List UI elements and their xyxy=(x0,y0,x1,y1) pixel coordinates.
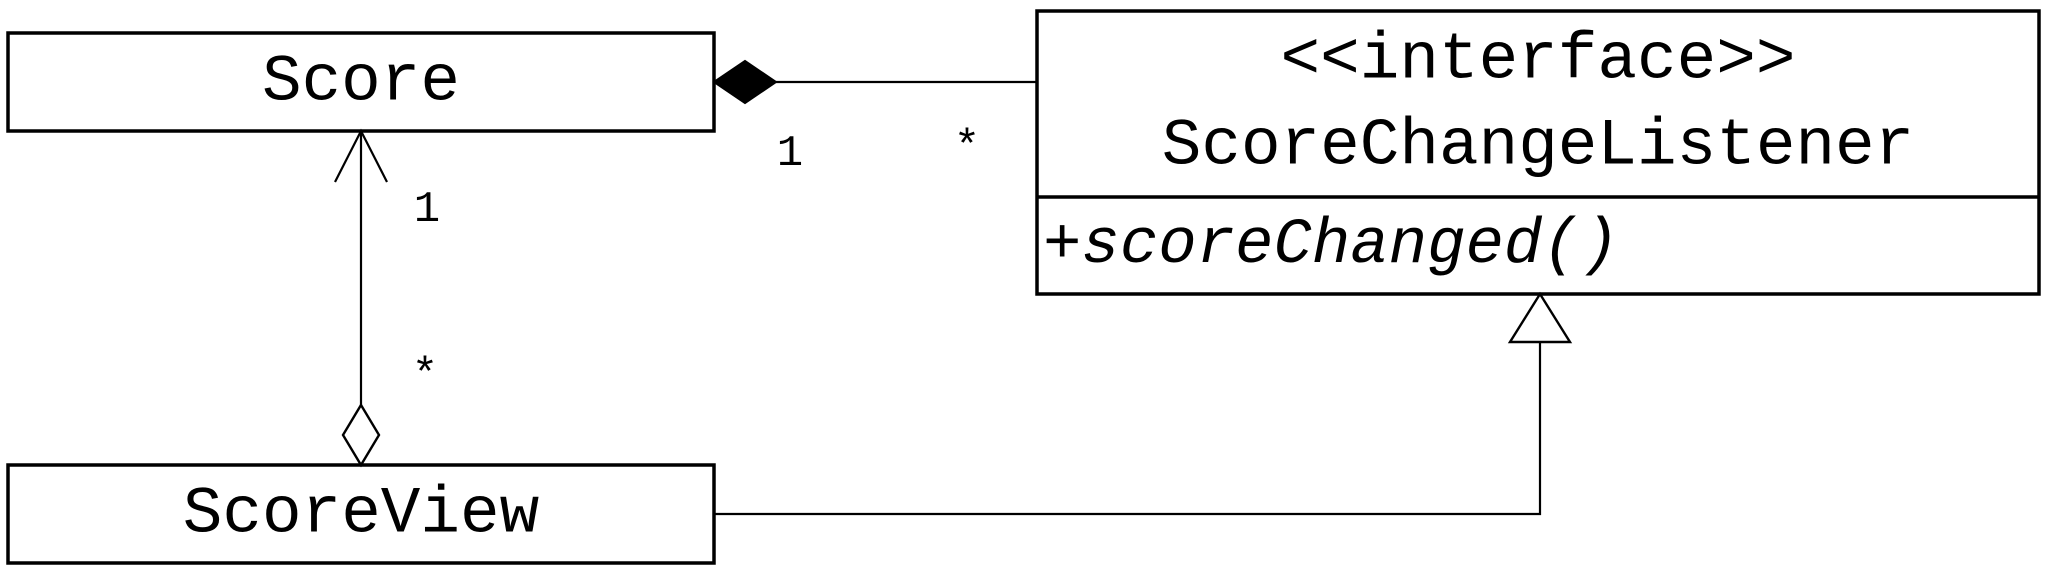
aggregation-diamond-icon xyxy=(341,402,381,468)
interface-name: ScoreChangeListener xyxy=(1162,109,1915,184)
realization-relationship[interactable] xyxy=(714,291,1573,516)
composition-multiplicity-part: * xyxy=(954,123,980,173)
composition-relationship[interactable]: 1 * xyxy=(712,59,1037,179)
composition-diamond-icon xyxy=(712,59,778,105)
interface-box xyxy=(1035,9,2041,296)
realization-triangle-icon xyxy=(1507,291,1573,344)
aggregation-multiplicity-target: 1 xyxy=(414,185,440,235)
operation-name: scoreChanged() xyxy=(1081,210,1619,282)
operation-signature: +scoreChanged() xyxy=(1043,210,1619,282)
class-score-view[interactable]: ScoreView xyxy=(6,463,716,565)
composition-multiplicity-whole: 1 xyxy=(777,129,803,179)
aggregation-relationship[interactable]: 1 * xyxy=(334,128,440,468)
aggregation-multiplicity-source: * xyxy=(412,351,438,401)
interface-score-change-listener[interactable]: <<interface>> ScoreChangeListener +score… xyxy=(1035,9,2041,296)
interface-stereotype: <<interface>> xyxy=(1281,23,1796,98)
class-score-name: Score xyxy=(262,45,460,120)
class-score-box xyxy=(6,31,716,133)
operation-visibility: + xyxy=(1043,210,1081,282)
class-score-view-name: ScoreView xyxy=(183,477,539,552)
class-score[interactable]: Score xyxy=(6,31,716,133)
navigation-arrow-icon xyxy=(334,128,388,183)
realization-line xyxy=(714,342,1542,516)
class-score-view-box xyxy=(6,463,716,565)
